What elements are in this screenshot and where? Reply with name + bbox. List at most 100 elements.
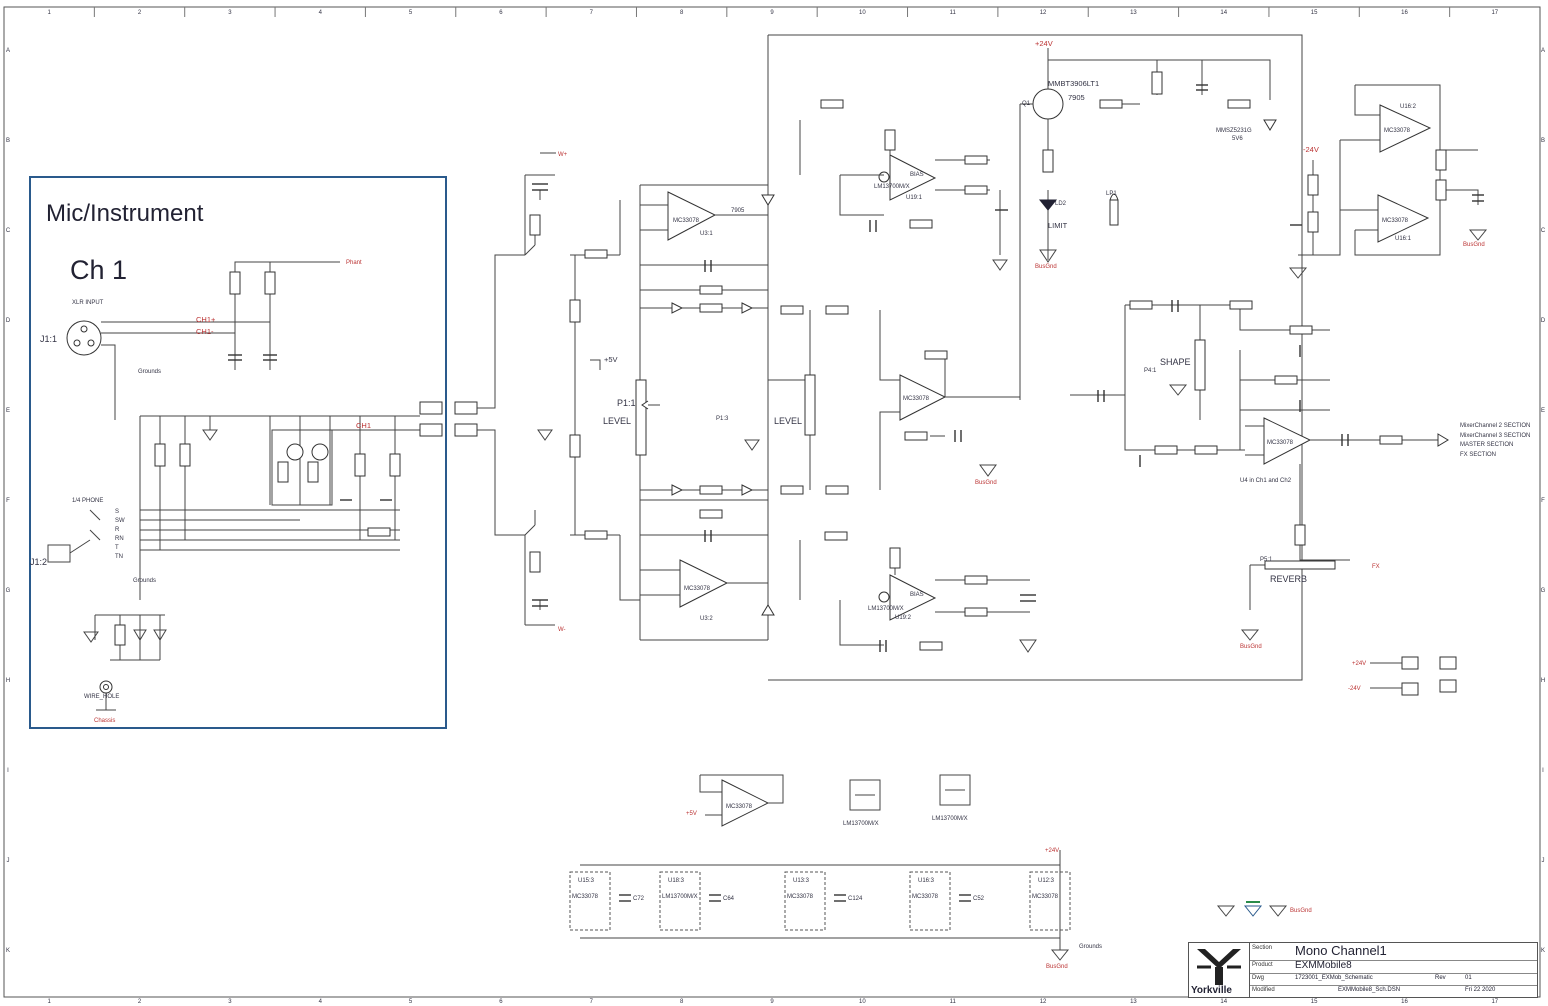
trs-label: 1/4 PHONE (72, 498, 103, 504)
grid-col-label: 5 (409, 999, 413, 1005)
w-plus-label: W+ (558, 152, 568, 158)
mid-parts (671, 99, 849, 616)
power-ic-part: LM13700M/X (662, 894, 698, 900)
reverb-label: REVERB (1270, 574, 1307, 584)
op-amp-u18: MC33078 BusGnd (879, 310, 1020, 490)
tb-section-value: Mono Channel1 (1295, 943, 1387, 958)
chassis-circuit: WIRE_HOLE Chassis (83, 614, 167, 724)
op-amp-u16: MC33078 U16:2 MC33078 U16:1 -24V BusGnd (1288, 84, 1488, 279)
spare-ota-1: LM13700M/X (843, 779, 881, 827)
grounds-label: Grounds (138, 369, 161, 375)
bias-bot: BIAS (910, 592, 924, 598)
grid-col-label: 10 (859, 10, 866, 16)
title-block: Yorkville Section Mono Channel1 Product … (1188, 942, 1538, 998)
grid-col-label: 17 (1491, 999, 1498, 1005)
u192-ref: U19:2 (895, 615, 912, 621)
power-ic-part: MC33078 (1032, 894, 1059, 900)
u32-ref: U3:2 (700, 616, 713, 622)
grid-col-label: 13 (1130, 10, 1137, 16)
grid-row-label: G (6, 588, 11, 594)
power-ic-box (784, 871, 826, 931)
power-connectors: +24V -24V (1348, 656, 1457, 696)
shape-section: SHAPE P4:1 (1070, 300, 1330, 467)
limit-label: LIMIT (1048, 221, 1068, 230)
q1-part: MMBT3906LT1 (1048, 79, 1099, 88)
w-minus-label: W- (558, 627, 566, 633)
grid-row-label: G (1541, 588, 1546, 594)
grid-row-label: F (6, 498, 10, 504)
u41-part: MC33078 (1267, 440, 1294, 446)
pin-tn: TN (115, 554, 123, 560)
xlr-label: XLR INPUT (72, 300, 104, 306)
u21-part: LM13700M/X (874, 184, 910, 190)
grid-col-label: 11 (950, 10, 957, 16)
channel-title: Ch 1 (70, 255, 128, 285)
grid-row-label: K (6, 948, 10, 954)
p11-label: P1:1 (617, 398, 636, 408)
level-pot-p11: P1:1 LEVEL (603, 379, 660, 456)
xlr-jack: J1:1 XLR INPUT (40, 300, 104, 356)
gnd-legend: BusGnd (1216, 901, 1312, 917)
rail-p5-spare: +5V (686, 811, 697, 817)
grid-col-label: 10 (859, 999, 866, 1005)
grid-row-label: C (6, 228, 11, 234)
grid-col-label: 11 (950, 999, 957, 1005)
tb-section-row: Section Mono Channel1 (1250, 943, 1537, 961)
grid-row-label: E (6, 408, 10, 414)
dm-part: LM13700M/X (843, 821, 879, 827)
wire-hole-label: WIRE_HOLE (84, 694, 119, 700)
u31-ref: U3:1 (700, 231, 713, 237)
gnd-sym-p13 (744, 439, 760, 451)
pin-rn: RN (115, 536, 124, 542)
tb-rev-label: Rev (1435, 975, 1446, 981)
power-ic-box (569, 871, 611, 931)
power-ic-part: MC33078 (787, 894, 814, 900)
grid-col-label: 4 (319, 10, 323, 16)
p13-label: P1:3 (716, 416, 729, 422)
q1-ref: Q1 (1022, 101, 1031, 107)
grid-col-label: 2 (138, 999, 142, 1005)
tb-section-label: Section (1252, 945, 1273, 951)
grid-col-label: 1 (48, 10, 52, 16)
sheet-border (3, 6, 1541, 998)
spare-op-amp: MC33078 +5V (686, 774, 784, 827)
limit-transistor: +24V MMBT3906LT1 Q1 7905 LD2 LIMIT BusGn… (992, 39, 1277, 400)
grid-col-label: 9 (770, 999, 774, 1005)
u33-part: MC33078 (903, 396, 930, 402)
level2-label: LEVEL (774, 416, 802, 426)
rail-p24-top: +24V (1035, 39, 1053, 48)
gnd-tr: BusGnd (1463, 242, 1485, 248)
grid-col-label: 6 (499, 10, 503, 16)
power-ic-ref: U15:3 (578, 878, 595, 884)
power-ic-ref: U13:3 (793, 878, 810, 884)
level-pot-2: LEVEL (768, 310, 816, 490)
grid-row-label: K (1541, 948, 1545, 954)
gnd-reverb: BusGnd (1240, 644, 1262, 650)
rail-p24-br: +24V (1352, 661, 1366, 667)
gnd-legend-label: BusGnd (1290, 908, 1312, 914)
power-ic-box (1029, 871, 1071, 931)
block-title: Mic/Instrument (46, 200, 204, 227)
power-ic-ref: U16:3 (918, 878, 935, 884)
trs-jack: J1:2 1/4 PHONE S SW R RN T TN (30, 498, 125, 567)
grounds-label-2: Grounds (133, 578, 156, 584)
grid-col-label: 8 (680, 10, 684, 16)
ch1-net: CH1 (356, 421, 371, 430)
grid-row-label: A (1541, 48, 1545, 54)
ota-top: LM13700M/X BIAS U19:1 (799, 120, 990, 232)
rail-p24-bottom: +24V (1045, 848, 1059, 854)
grid-col-label: 12 (1040, 999, 1047, 1005)
out-note-3: FX SECTION (1460, 452, 1496, 458)
u32-part: MC33078 (684, 586, 711, 592)
rail-n24-tr: -24V (1303, 145, 1319, 154)
yorkville-logo: Yorkville (1189, 943, 1250, 997)
grid-row-label: H (1541, 678, 1545, 684)
grid-col-label: 4 (319, 999, 323, 1005)
bias-top: BIAS (910, 172, 924, 178)
ch1-neg-net: CH1- (196, 327, 214, 336)
grid-row-label: F (1541, 498, 1545, 504)
grid-col-label: 3 (228, 999, 232, 1005)
ch1-pos-net: CH1+ (196, 315, 216, 324)
tb-dwg-value: 1723001_EXMob_Schematic (1295, 975, 1373, 981)
u34-part: MC33078 (726, 804, 753, 810)
